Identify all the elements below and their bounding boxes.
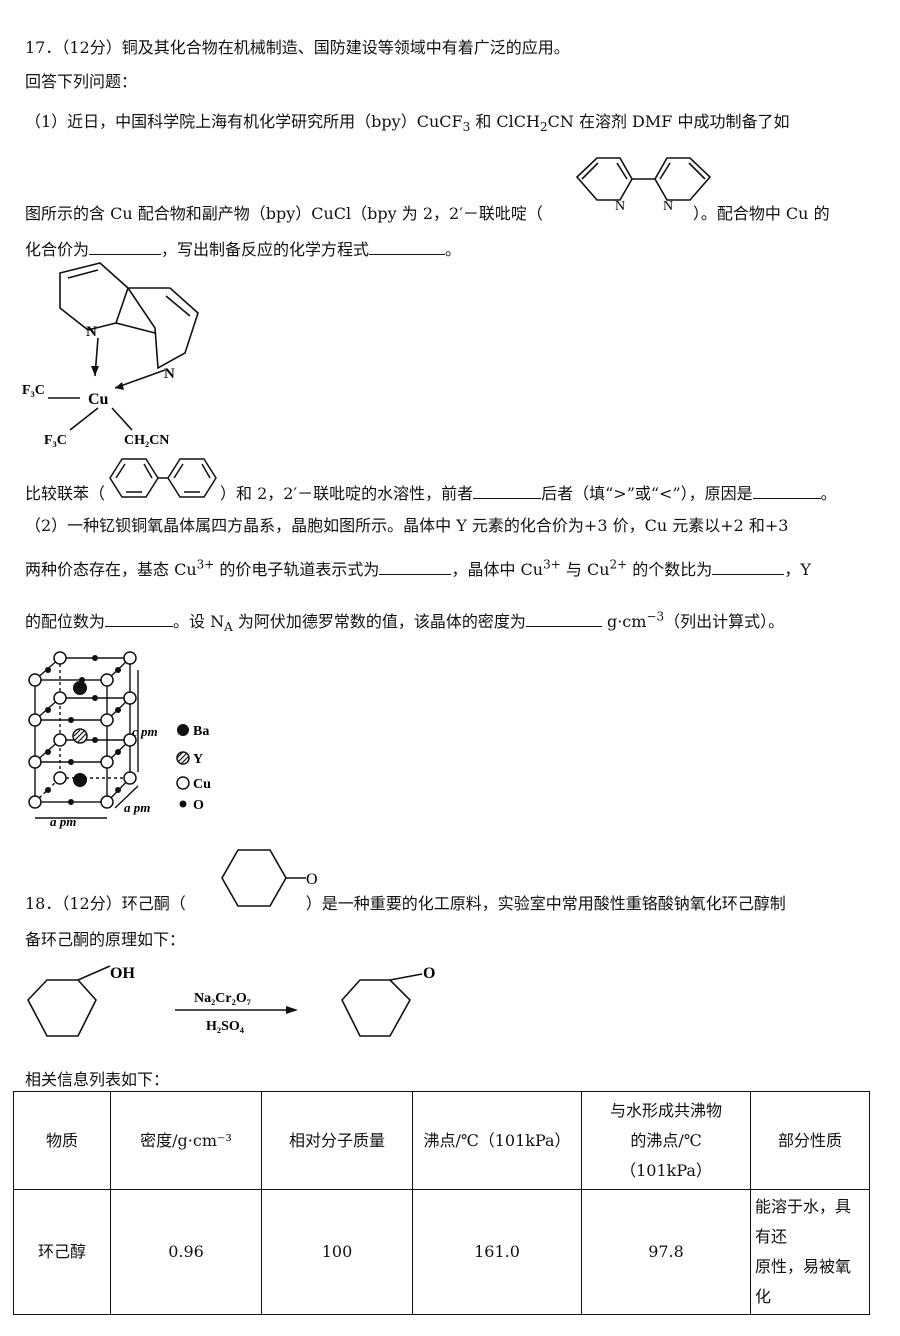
complex-f3c-2: F₃C [44,433,67,448]
reaction-scheme: OH O Na₂Cr₂O₇ H₂SO₄ [27,965,435,1037]
complex-f3c-1: F₃C [22,383,45,398]
reagent-top: Na₂Cr₂O₇ [194,991,251,1006]
q17-p3: 化合价为，写出制备反应的化学方程式。 [25,240,462,259]
q17-intro: 17．（12分）铜及其化合物在机械制造、国防建设等领域中有着广泛的应用。 [25,38,570,57]
info-table: 物质 密度/g·cm⁻³ 相对分子质量 沸点/℃（101kPa） 与水形成共沸物… [13,1091,870,1315]
blank-solubility[interactable] [473,498,542,499]
blank-cu-valence[interactable] [89,254,162,255]
q17-p1: （1）近日，中国科学院上海有机化学研究所用（bpy）CuCF3 和 ClCH2C… [25,112,790,135]
legend-y: Y [193,752,203,767]
blank-coordination[interactable] [105,626,174,627]
product-o-label: O [423,965,435,982]
td-density: 0.96 [110,1189,262,1315]
legend-cu: Cu [193,777,211,792]
complex-cu: Cu [88,391,109,408]
th-boiling: 沸点/℃（101kPa） [412,1091,582,1190]
th-azeotrope: 与水形成共沸物的沸点/℃（101kPa） [581,1091,751,1190]
th-properties: 部分性质 [750,1091,870,1190]
q17-p4: 比较联苯（）和 2，2′－联吡啶的水溶性，前者后者（填“>”或“<”），原因是。 [25,484,837,503]
blank-equation[interactable] [369,254,446,255]
td-mass: 100 [261,1189,413,1315]
table-header-row: 物质 密度/g·cm⁻³ 相对分子质量 沸点/℃（101kPa） 与水形成共沸物… [13,1091,870,1190]
cu-complex-structure: N N Cu F₃C F₃C CH₂CN [22,262,199,448]
q17-p6: 两种价态存在，基态 Cu3+ 的价电子轨道表示式为，晶体中 Cu3+ 与 Cu2… [25,557,811,579]
blank-reason[interactable] [752,498,821,499]
td-boiling: 161.0 [412,1189,582,1315]
label-a-pm-right: a pm [124,800,150,815]
biphenyl-structure [109,458,217,498]
complex-n-left: N [86,324,97,340]
th-density: 密度/g·cm⁻³ [110,1091,262,1190]
th-substance: 物质 [13,1091,111,1190]
complex-ch2cn: CH₂CN [124,433,169,448]
blank-density[interactable] [525,626,602,627]
table-caption: 相关信息列表如下： [25,1070,170,1089]
q17-p5: （2）一种钇钡铜氧晶体属四方晶系，晶胞如图所示。晶体中 Y 元素的化合价为+3 … [25,516,789,535]
table-row: 环己醇 0.96 100 161.0 97.8 能溶于水，具有还原性，易被氧化 [13,1189,870,1315]
ketone-o: O [306,871,318,888]
complex-n-right: N [164,366,175,382]
q17-p7: 的配位数为。设 NA 为阿伏加德罗常数的值，该晶体的密度为 g·cm−3（列出计… [25,609,785,635]
q17-ask: 回答下列问题： [25,72,138,91]
blank-orbital[interactable] [379,574,452,575]
bipyridine-structure: N N [575,157,712,214]
td-properties: 能溶于水，具有还原性，易被氧化 [750,1189,870,1315]
blank-ratio[interactable] [712,574,785,575]
q18-p1: 18．（12分）环己酮（）是一种重要的化工原料，实验室中常用酸性重铬酸钠氧化环己… [25,894,786,913]
bpy-n-right: N [663,199,673,214]
td-substance: 环己醇 [13,1189,111,1315]
q18-p2: 备环己酮的原理如下： [25,930,186,949]
q17-p2: 图所示的含 Cu 配合物和副产物（bpy）CuCl（bpy 为 2，2′－联吡啶… [25,204,830,223]
legend-ba: Ba [193,724,209,739]
oh-label: OH [110,965,135,982]
td-azeotrope: 97.8 [581,1189,751,1315]
bpy-n-left: N [615,199,625,214]
crystal-cell-figure: Ba Y Cu O c pm a pm a pm [28,651,211,829]
reagent-bottom: H₂SO₄ [206,1019,245,1034]
th-mass: 相对分子质量 [261,1091,413,1190]
legend-o: O [193,798,204,813]
cyclohexanone-structure: O [221,849,318,907]
label-a-pm-bottom: a pm [50,814,76,829]
label-c-pm: c pm [132,724,158,739]
